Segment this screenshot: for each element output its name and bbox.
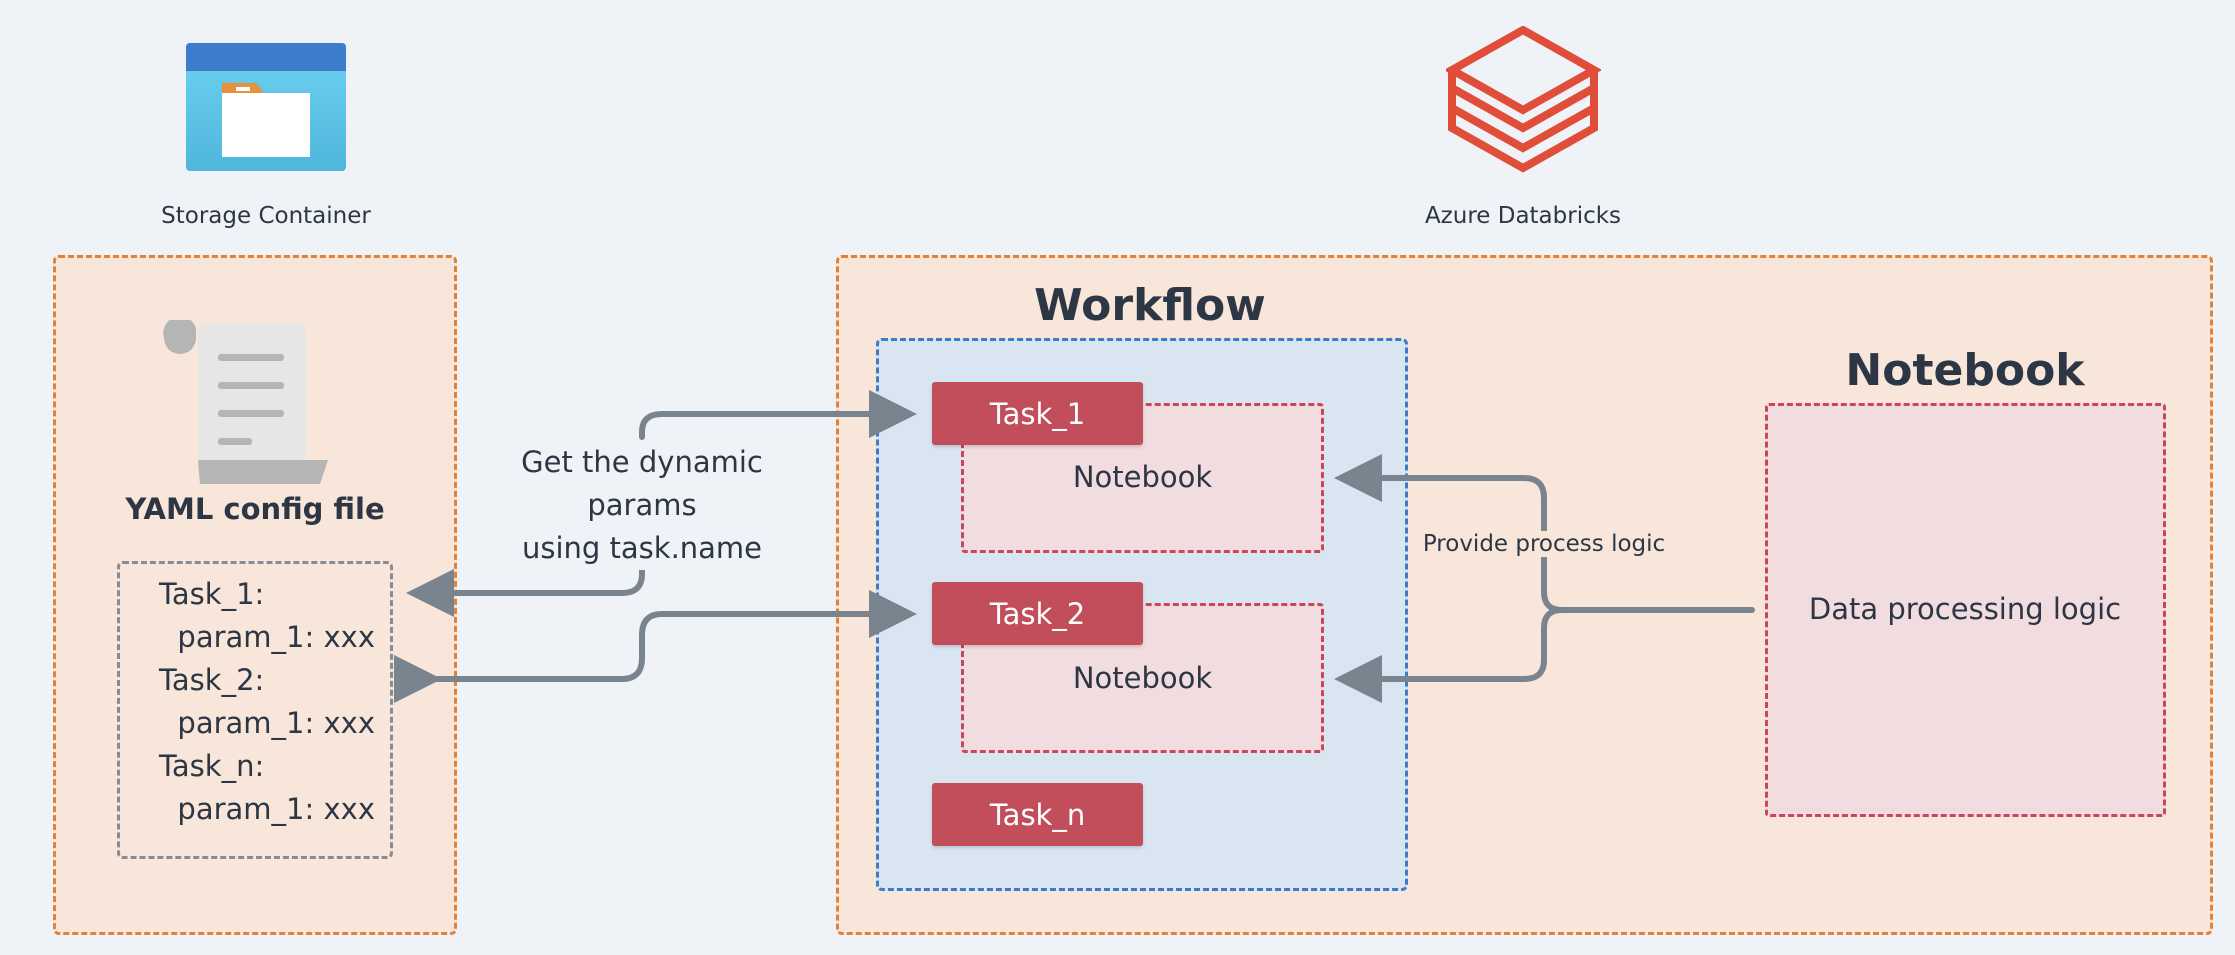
- notebook-label-1: Notebook: [1072, 460, 1213, 494]
- task-2-button[interactable]: Task_2: [932, 582, 1143, 645]
- storage-container-icon: [186, 43, 346, 171]
- yaml-scroll-icon: [160, 316, 328, 486]
- arrow-yaml-task2: [415, 590, 917, 682]
- data-processing-logic-label: Data processing logic: [1808, 592, 2122, 626]
- dynamic-params-line2: using task.name: [521, 531, 763, 565]
- dynamic-params-line1: Get the dynamic params: [521, 445, 763, 522]
- yaml-config-title: YAML config file: [125, 492, 385, 526]
- notebook-template-box: [1765, 403, 2166, 817]
- yaml-line: param_1: xxx: [159, 706, 375, 740]
- yaml-line: Task_n:: [159, 749, 265, 783]
- azure-databricks-label: Azure Databricks: [1424, 203, 1622, 229]
- process-logic-annotation: Provide process logic: [1410, 531, 1678, 557]
- yaml-content-box: [117, 561, 393, 859]
- storage-container-label: Storage Container: [161, 203, 371, 229]
- task-n-button[interactable]: Task_n: [932, 783, 1143, 846]
- workflow-title: Workflow: [1034, 280, 1266, 331]
- task-1-button[interactable]: Task_1: [932, 382, 1143, 445]
- yaml-content: Task_1: param_1: xxx Task_2: param_1: xx…: [159, 573, 389, 831]
- notebook-label-2: Notebook: [1072, 661, 1213, 695]
- dynamic-params-annotation: Get the dynamic params using task.name: [462, 441, 822, 570]
- yaml-line: param_1: xxx: [159, 620, 375, 654]
- yaml-line: Task_2:: [159, 663, 265, 697]
- yaml-line: Task_1:: [159, 577, 265, 611]
- azure-databricks-icon: [1443, 25, 1603, 188]
- yaml-line: param_1: xxx: [159, 792, 375, 826]
